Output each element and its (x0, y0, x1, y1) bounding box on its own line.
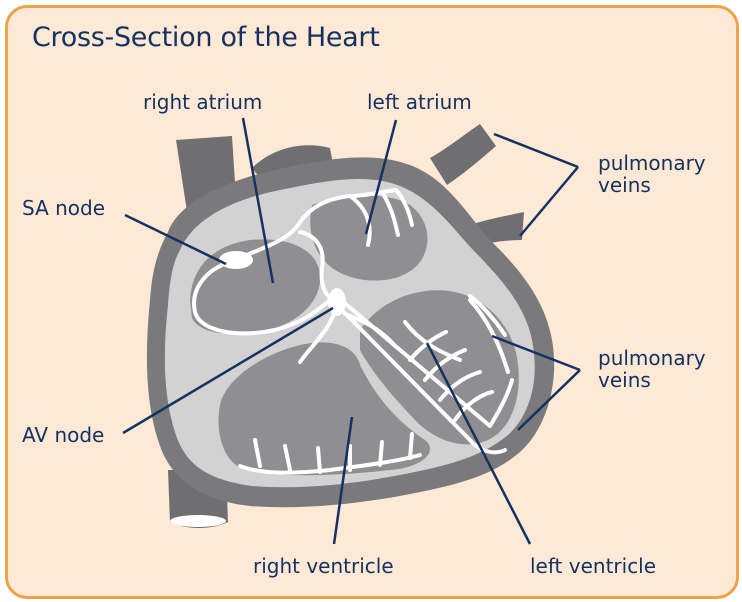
label-sa-node: SA node (22, 197, 105, 219)
pulmonary-vein-upper (430, 124, 496, 185)
label-av-node: AV node (22, 424, 104, 446)
leader-pulmonary-top-a (494, 134, 578, 167)
label-pulmonary-veins-mid-line2: veins (598, 369, 706, 391)
label-left-atrium: left atrium (367, 91, 472, 113)
label-pulmonary-veins-top-line1: pulmonary (598, 152, 706, 174)
diagram-title: Cross-Section of the Heart (32, 22, 380, 53)
label-right-atrium: right atrium (143, 91, 262, 113)
label-left-ventricle: left ventricle (530, 555, 656, 577)
leader-pulmonary-top-b (520, 167, 578, 236)
inferior-vena-cava-opening (170, 515, 226, 527)
label-right-ventricle: right ventricle (253, 555, 394, 577)
label-pulmonary-veins-mid-line1: pulmonary (598, 347, 706, 369)
sa-node-shape (219, 251, 253, 269)
label-pulmonary-veins-mid: pulmonary veins (598, 347, 706, 391)
label-pulmonary-veins-top: pulmonary veins (598, 152, 706, 196)
label-pulmonary-veins-top-line2: veins (598, 174, 706, 196)
av-node-shape (328, 288, 346, 316)
